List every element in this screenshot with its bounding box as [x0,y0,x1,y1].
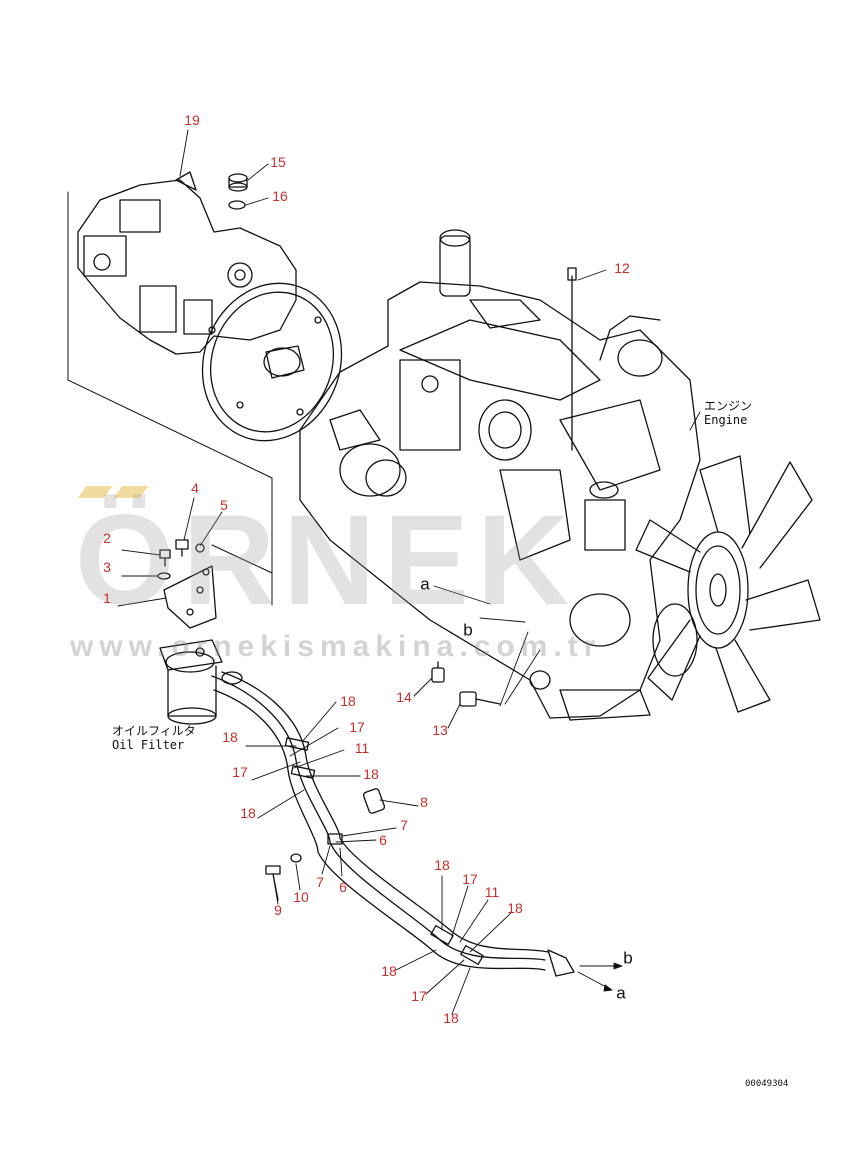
sensor-part-13 [459,691,501,707]
callout-6a[interactable]: 6 [379,832,387,848]
bracket-part-1 [163,565,217,629]
watermark-brand: ÖRNEK [75,489,578,632]
callout-7b[interactable]: 7 [316,874,324,890]
drawing-code: 00049304 [745,1079,789,1089]
callout-10[interactable]: 10 [293,889,309,905]
bolt-part-4 [175,539,189,557]
callout-13[interactable]: 13 [432,722,448,738]
sensor-part-14 [431,661,445,683]
callout-19[interactable]: 19 [184,112,200,128]
callout-18f[interactable]: 18 [507,900,523,916]
engine-label: エンジン Engine [704,399,753,428]
callout-2[interactable]: 2 [103,530,111,546]
callout-18a[interactable]: 18 [340,693,356,709]
hose-assembly [211,671,575,977]
washer-part-5 [195,543,205,553]
callout-18b[interactable]: 18 [222,729,238,745]
engine-label-jp: エンジン [704,399,753,413]
callout-17c[interactable]: 17 [462,871,478,887]
callout-3[interactable]: 3 [103,559,111,575]
cooling-fan [635,455,821,713]
bolt-part-9 [265,865,281,901]
callout-9[interactable]: 9 [274,902,282,918]
engine-label-en: Engine [704,412,748,427]
hydraulic-pump-assembly [67,171,343,606]
engine-block [299,229,701,721]
dipstick-part-12 [567,267,577,451]
ref-a-bottom: a [616,983,626,1003]
oil-filter-label: オイルフィルタ Oil Filter [112,724,196,753]
callout-12[interactable]: 12 [614,260,630,276]
callout-18e[interactable]: 18 [434,857,450,873]
callout-1[interactable]: 1 [103,590,111,606]
leader-lines [117,129,701,1015]
callout-18g[interactable]: 18 [381,963,397,979]
callout-17b[interactable]: 17 [232,764,248,780]
ref-b-top: b [463,620,473,640]
plug-part-15 [228,173,248,192]
nut-part-10 [290,853,302,863]
callout-6b[interactable]: 6 [339,879,347,895]
callout-15[interactable]: 15 [270,154,286,170]
watermark-url: www.ornekismakina.com.tr [70,630,602,663]
bolt-part-2 [159,549,171,567]
sleeve-part-8 [362,788,386,814]
callout-14[interactable]: 14 [396,689,412,705]
callout-18d[interactable]: 18 [240,805,256,821]
callout-18h[interactable]: 18 [443,1010,459,1026]
callout-5[interactable]: 5 [220,497,228,513]
callout-17a[interactable]: 17 [349,719,365,735]
ref-b-bottom: b [623,948,633,968]
o-ring-part-16 [228,200,246,210]
oil-filter-label-jp: オイルフィルタ [112,724,196,738]
oil-filter-label-en: Oil Filter [112,737,185,752]
callout-11b[interactable]: 11 [484,884,500,900]
callout-11a[interactable]: 11 [354,740,370,756]
callout-16[interactable]: 16 [272,188,288,204]
callout-8[interactable]: 8 [420,794,428,810]
callout-17d[interactable]: 17 [411,988,427,1004]
ref-a-top: a [420,574,430,594]
callout-18c[interactable]: 18 [363,766,379,782]
callout-7a[interactable]: 7 [400,817,408,833]
callout-4[interactable]: 4 [191,480,199,496]
